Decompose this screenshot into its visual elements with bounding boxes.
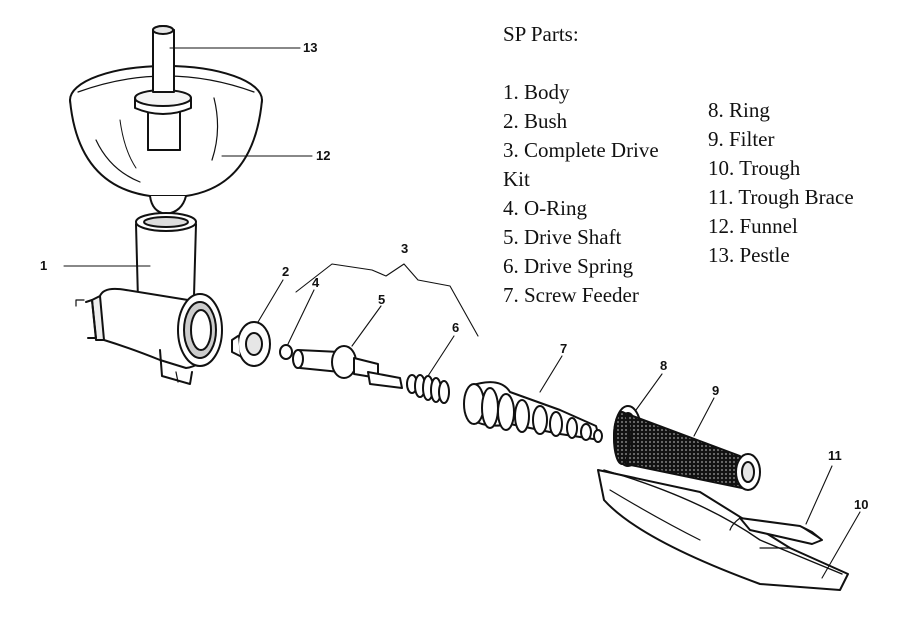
callout-2: 2 <box>282 264 290 279</box>
part-item: 10. Trough <box>708 156 801 180</box>
callout-3: 3 <box>401 241 409 256</box>
callout-7: 7 <box>560 341 568 356</box>
callout-6: 6 <box>452 320 460 335</box>
funnel-part <box>69 25 263 215</box>
part-item: Kit <box>503 167 530 191</box>
part-item: 3. Complete Drive <box>503 138 659 162</box>
part-item: 8. Ring <box>708 98 770 122</box>
leader-lines <box>63 47 861 579</box>
part-item: 9. Filter <box>708 127 775 151</box>
callout-12: 12 <box>316 148 331 163</box>
parts-list-right: 8. Ring 9. Filter 10. Trough 11. Trough … <box>708 96 854 270</box>
o-ring-part <box>279 344 293 360</box>
screw-feeder-part <box>463 381 603 443</box>
part-item: 12. Funnel <box>708 214 798 238</box>
trough-part <box>597 469 849 591</box>
part-item: 4. O-Ring <box>503 196 587 220</box>
callout-4: 4 <box>312 275 320 290</box>
part-item: 11. Trough Brace <box>708 185 854 209</box>
callout-1: 1 <box>40 258 48 273</box>
legend-title: SP Parts: <box>503 22 579 46</box>
drive-shaft-part <box>292 345 403 389</box>
drive-spring-part <box>406 374 450 404</box>
part-item: 13. Pestle <box>708 243 790 267</box>
part-item: 7. Screw Feeder <box>503 283 639 307</box>
part-item: 1. Body <box>503 80 570 104</box>
part-item: 2. Bush <box>503 109 568 133</box>
trough-brace-part <box>729 517 823 545</box>
bush-part <box>231 321 271 367</box>
callout-11: 11 <box>828 448 842 463</box>
part-item: 5. Drive Shaft <box>503 225 622 249</box>
body-part <box>75 212 223 385</box>
part-item: 6. Drive Spring <box>503 254 634 278</box>
callout-9: 9 <box>712 383 720 398</box>
callout-8: 8 <box>660 358 668 373</box>
filter-part <box>613 411 761 491</box>
callout-5: 5 <box>378 292 386 307</box>
callout-10: 10 <box>854 497 869 512</box>
callout-13: 13 <box>303 40 318 55</box>
parts-list-left: 1. Body 2. Bush 3. Complete Drive Kit 4.… <box>503 78 659 310</box>
